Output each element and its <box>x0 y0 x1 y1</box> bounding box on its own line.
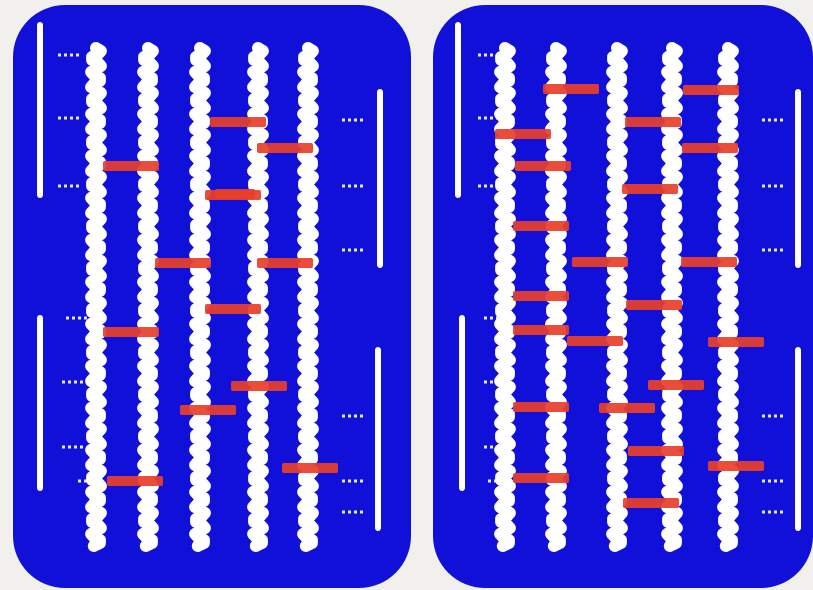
crosslink-bar <box>495 129 551 139</box>
crosslink-bar <box>205 304 261 314</box>
crosslink-bar <box>708 337 764 347</box>
crosslink-bar <box>683 85 739 95</box>
strand-5 <box>717 42 739 552</box>
crosslink-bar <box>231 381 287 391</box>
crosslink-bar <box>513 221 569 231</box>
crosslink-bar <box>628 446 684 456</box>
crosslink-bar <box>708 461 764 471</box>
crosslink-bar <box>513 402 569 412</box>
crosslink-bar <box>107 476 163 486</box>
strand-1 <box>85 42 107 552</box>
crosslink-bar <box>513 325 569 335</box>
strand-3 <box>606 42 628 552</box>
crosslink-bar <box>155 258 211 268</box>
crosslink-bar <box>513 473 569 483</box>
strand-1 <box>494 42 516 552</box>
crosslink-bar <box>515 161 571 171</box>
strand-4 <box>661 42 683 552</box>
crosslink-bar <box>103 161 159 171</box>
crosslink-bar <box>625 117 681 127</box>
crosslink-bar <box>599 403 655 413</box>
crosslink-bar <box>622 184 678 194</box>
crosslink-bar <box>282 463 338 473</box>
crosslink-bar <box>682 143 738 153</box>
strand-3 <box>189 42 211 552</box>
crosslink-bar <box>215 189 255 199</box>
crosslink-bar <box>648 380 704 390</box>
crosslink-bar <box>103 327 159 337</box>
crosslink-bar <box>572 257 628 267</box>
crosslink-bar <box>257 258 313 268</box>
panel-left <box>13 5 411 588</box>
crosslink-bar <box>210 117 266 127</box>
crosslink-bar <box>626 300 682 310</box>
crosslink-bar <box>257 143 313 153</box>
strand-2 <box>137 42 159 552</box>
crosslink-bar <box>623 498 679 508</box>
panel-background <box>13 5 411 588</box>
crosslink-bar <box>567 336 623 346</box>
strand-4 <box>247 42 269 552</box>
crosslink-bar <box>513 291 569 301</box>
crosslink-bar <box>180 405 236 415</box>
panel-right <box>433 5 813 588</box>
crosslink-bar <box>681 257 737 267</box>
crosslink-bar <box>543 84 599 94</box>
